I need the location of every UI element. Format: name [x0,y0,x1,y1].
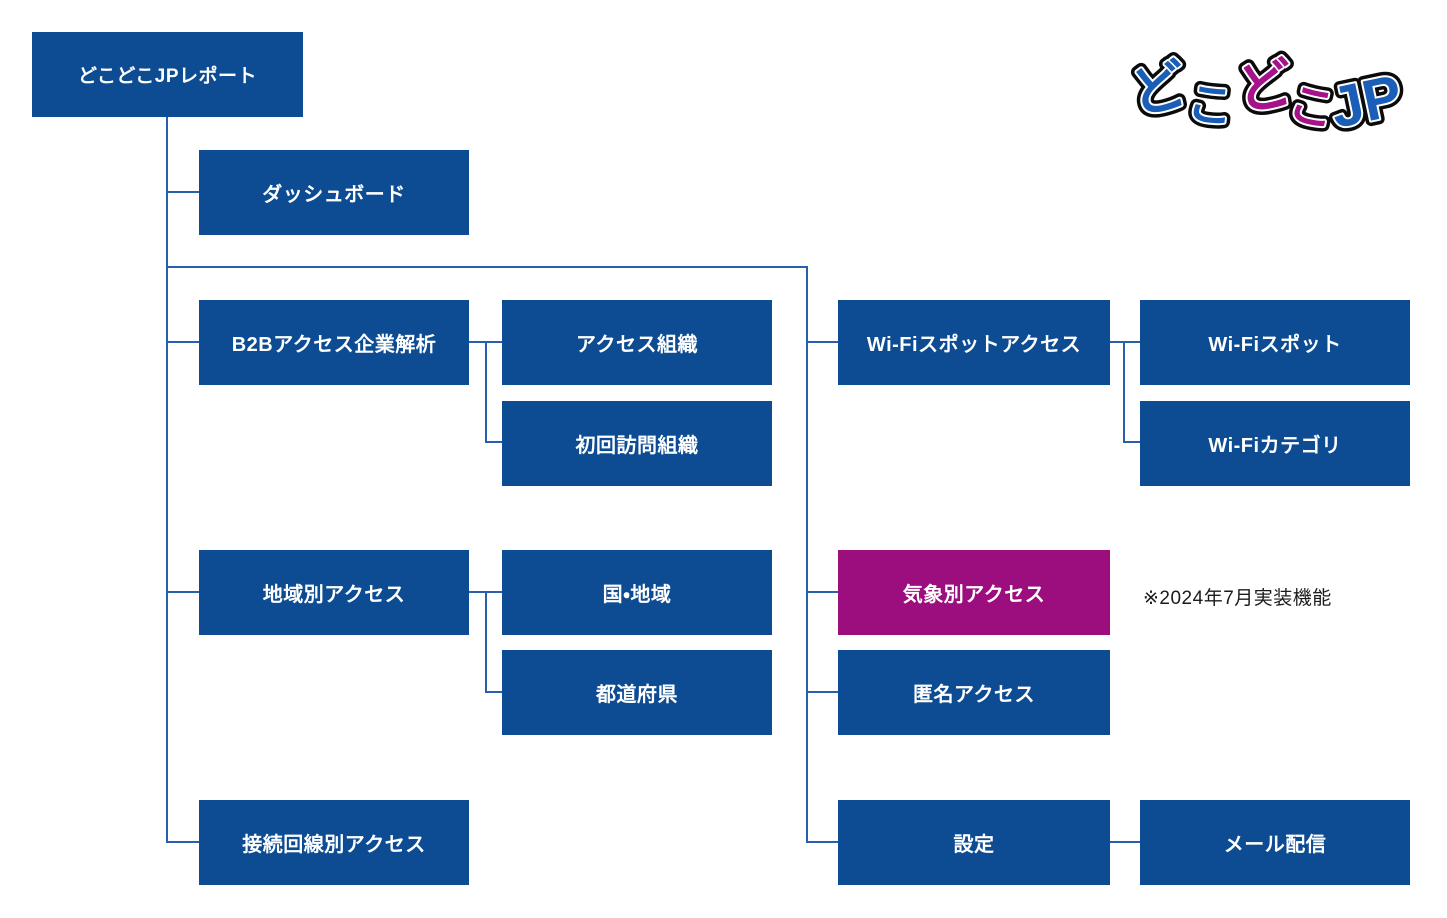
connector-left-trunk [166,117,168,843]
node-label: 初回訪問組織 [575,435,699,457]
node-label: アクセス組織 [576,334,698,356]
logo-char-ko-blue: こ [1184,76,1236,133]
connector-to-wifi-spot-access [808,341,838,343]
connector-wifi-subtrunk [1123,341,1125,443]
connector-to-prefecture [485,691,502,693]
logo-char-white: ど [1232,51,1298,123]
node-prefecture: 都道府県 [502,650,772,735]
connector-settings-to-mail [1110,841,1140,843]
node-label: メール配信 [1223,834,1327,856]
node-wifi-spot-access: Wi-Fiスポットアクセス [838,300,1110,385]
node-label: 気象別アクセス [902,584,1046,606]
node-wifi-spot: Wi-Fiスポット [1140,300,1410,385]
connector-to-first-visit-org [485,441,502,443]
logo-char-ko-magenta: こ [1284,76,1341,137]
connector-to-anonymous-access [808,691,838,693]
connector-to-connection-line [166,841,199,843]
logo-char-do-blue: ど [1124,52,1194,127]
node-label: B2Bアクセス企業解析 [231,334,437,356]
node-b2b-access-analysis: B2Bアクセス企業解析 [199,300,469,385]
node-label: Wi-Fiスポット [1208,334,1342,356]
connector-b2b-subtrunk [485,341,487,443]
node-label: Wi-Fiカテゴリ [1208,435,1342,457]
weather-note: ※2024年7月実装機能 [1143,588,1332,609]
connector-region-subtrunk [485,591,487,693]
node-weather-access: 気象別アクセス [838,550,1110,635]
node-label: 匿名アクセス [913,684,1035,706]
node-label: 地域別アクセス [262,584,406,606]
logo-char-jp-blue: JP [1325,63,1408,141]
connector-wifi-to-spot [1110,341,1140,343]
node-anonymous-access: 匿名アクセス [838,650,1110,735]
node-settings: 設定 [838,800,1110,885]
dokodoko-jp-logo: ど こ ど こ JP ど こ ど こ JP ど こ ど こ JP [1118,45,1410,144]
node-mail-delivery: メール配信 [1140,800,1410,885]
connector-main-crossbar [166,266,808,268]
connector-to-wifi-category [1123,441,1140,443]
logo-char-white: こ [1184,76,1236,133]
node-report-root: どこどこJPレポート [32,32,303,117]
connector-to-region [166,591,199,593]
node-label: Wi-Fiスポットアクセス [866,334,1082,356]
connector-to-settings [808,841,838,843]
node-dashboard: ダッシュボード [199,150,469,235]
node-label: 国・地域 [602,584,672,606]
node-wifi-category: Wi-Fiカテゴリ [1140,401,1410,486]
connector-to-weather-access [808,591,838,593]
connector-to-dashboard [166,191,199,193]
node-label: ダッシュボード [262,184,406,206]
node-first-visit-organization: 初回訪問組織 [502,401,772,486]
node-label: どこどこJPレポート [77,66,258,87]
connector-to-b2b [166,341,199,343]
node-region-access: 地域別アクセス [199,550,469,635]
connector-right-trunk [806,266,808,843]
logo-char-do-magenta: ど [1232,51,1298,123]
node-label: 設定 [953,834,995,856]
node-country-region: 国・地域 [502,550,772,635]
node-connection-line-access: 接続回線別アクセス [199,800,469,885]
node-access-organization: アクセス組織 [502,300,772,385]
node-label: 都道府県 [596,684,678,706]
node-label: 接続回線別アクセス [242,834,426,856]
